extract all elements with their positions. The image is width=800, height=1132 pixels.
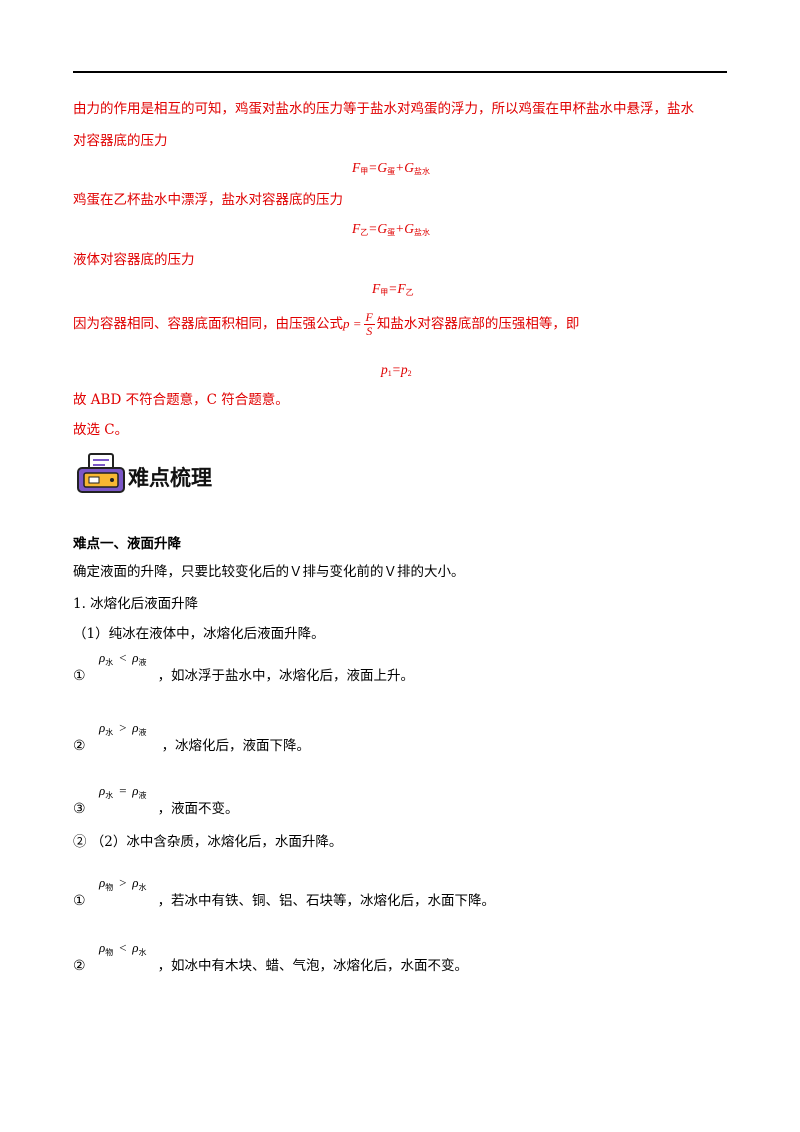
equation-1: F甲=G蛋+G盐水 bbox=[352, 160, 430, 176]
equation-4: p1=p2 bbox=[381, 362, 412, 378]
equation-2: F乙=G蛋+G盐水 bbox=[352, 221, 430, 237]
case-2: ②，冰熔化后，液面下降。 bbox=[73, 738, 311, 754]
solution-line-3: 鸡蛋在乙杯盐水中漂浮，盐水对容器底的压力 bbox=[73, 192, 343, 208]
solution-line-4: 液体对容器底的压力 bbox=[73, 252, 195, 268]
case-5: ②，如冰中有木块、蜡、气泡，冰熔化后，水面不变。 bbox=[73, 958, 469, 974]
rho-compare-5: ρ物 < ρ水 bbox=[99, 940, 147, 957]
sub-heading-1: （1）纯冰在液体中，冰熔化后液面升降。 bbox=[73, 626, 325, 642]
header-rule bbox=[73, 71, 727, 73]
difficulty-intro: 确定液面的升降，只要比较变化后的Ｖ排与变化前的Ｖ排的大小。 bbox=[73, 564, 465, 580]
solution-line-1: 由力的作用是相互的可知，鸡蛋对盐水的压力等于盐水对鸡蛋的浮力，所以鸡蛋在甲杯盐水… bbox=[73, 101, 694, 117]
difficulty-title: 难点一、液面升降 bbox=[73, 536, 181, 552]
equation-3: F甲=F乙 bbox=[372, 281, 414, 297]
section-title: 难点梳理 bbox=[128, 466, 212, 490]
case-1: ①，如冰浮于盐水中，冰熔化后，液面上升。 bbox=[73, 668, 415, 684]
case-3: ③，液面不变。 bbox=[73, 801, 239, 817]
pressure-formula-lhs: p = bbox=[343, 316, 362, 331]
printer-icon bbox=[75, 452, 127, 496]
item-1-heading: 1. 冰熔化后液面升降 bbox=[73, 596, 199, 612]
rho-compare-4: ρ物 > ρ水 bbox=[99, 875, 147, 892]
sub-heading-2: ② （2）冰中含杂质，冰熔化后，水面升降。 bbox=[73, 834, 343, 850]
solution-line-2: 对容器底的压力 bbox=[73, 133, 168, 149]
rho-compare-3: ρ水 = ρ液 bbox=[99, 783, 147, 800]
rho-compare-1: ρ水 < ρ液 bbox=[99, 650, 147, 667]
solution-line-6: 故 ABD 不符合题意，C 符合题意。 bbox=[73, 392, 289, 408]
solution-line-7: 故选 C。 bbox=[73, 422, 129, 438]
rho-compare-2: ρ水 > ρ液 bbox=[99, 720, 147, 737]
case-4: ①，若冰中有铁、铜、铝、石块等，冰熔化后，水面下降。 bbox=[73, 893, 496, 909]
